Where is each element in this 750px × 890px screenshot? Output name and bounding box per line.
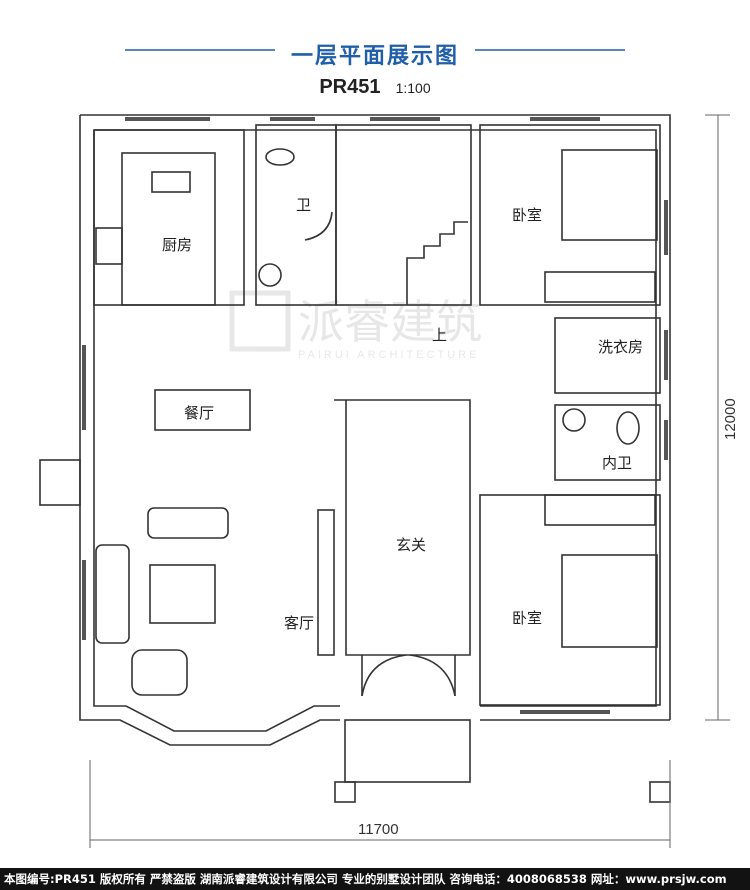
footer-bar: 本图编号:PR451 版权所有 严禁盗版 湖南派睿建筑设计有限公司 专业的别墅设… <box>0 868 750 890</box>
laundry-walls <box>554 317 661 394</box>
room-label-dining: 餐厅 <box>184 404 214 422</box>
dimension-width: 11700 <box>358 821 399 838</box>
wardrobe-top-icon <box>544 271 656 303</box>
page-title: 一层平面展示图 <box>290 44 459 69</box>
foyer-door-jambs <box>361 655 456 696</box>
room-label-laundry: 洗衣房 <box>598 338 643 356</box>
outer-wall-top-right <box>80 114 671 720</box>
room-label-inner-wc: 内卫 <box>602 454 632 472</box>
armchair <box>131 649 188 696</box>
room-label-bedroom-top: 卧室 <box>512 206 542 224</box>
toilet-icon <box>265 148 295 166</box>
dimension-height: 12000 <box>722 398 739 440</box>
stair-hall-walls <box>335 124 472 306</box>
bedroom-bottom-walls <box>479 494 661 706</box>
watermark-sub: PAIRUI ARCHITECTURE <box>298 349 479 361</box>
basin-icon <box>258 263 282 287</box>
wardrobe-bottom-icon <box>544 494 656 526</box>
stair-up-label: 上 <box>432 326 447 344</box>
porch <box>344 719 471 783</box>
inner-basin-icon <box>562 408 586 432</box>
plan-code: PR451 <box>319 76 381 98</box>
bedroom-top-walls <box>479 124 661 306</box>
room-label-kitchen: 厨房 <box>162 236 192 254</box>
room-label-living: 客厅 <box>284 614 314 632</box>
stair-icon <box>406 221 468 305</box>
watermark-brand: 派睿建筑 <box>298 295 482 349</box>
watermark: 派睿建筑 PAIRUI ARCHITECTURE <box>229 290 482 361</box>
outer-wall-left-bay <box>79 115 340 746</box>
inner-wall-right <box>94 129 657 707</box>
dining-table <box>154 389 251 431</box>
inner-wc-walls <box>554 404 661 481</box>
kitchen-walls <box>93 129 245 306</box>
kitchen-island <box>121 152 216 306</box>
sink-icon <box>95 227 123 265</box>
entry-door-swing <box>361 654 456 697</box>
plan-subtitle: PR451 1:100 <box>0 76 750 99</box>
room-label-foyer: 玄关 <box>396 536 426 554</box>
bed-top-icon <box>561 149 658 241</box>
stove-icon <box>151 171 191 193</box>
sofa-left <box>95 544 130 644</box>
porch-column-left <box>334 781 356 803</box>
foyer-walls <box>334 399 471 656</box>
wc-door-swing <box>304 211 333 241</box>
windows <box>82 117 668 714</box>
porch-column-right <box>649 781 671 803</box>
plan-scale: 1:100 <box>395 80 431 96</box>
tv-cabinet <box>317 509 335 656</box>
room-label-wc: 卫 <box>296 196 311 214</box>
inner-wall-left-bay <box>93 130 340 732</box>
inner-toilet-icon <box>616 411 640 445</box>
dimension-lines <box>89 114 730 848</box>
coffee-table <box>149 564 216 624</box>
room-label-bedroom-bottom: 卧室 <box>512 609 542 627</box>
bed-bottom-icon <box>561 554 658 648</box>
sofa-top <box>147 507 229 539</box>
bay-window-left <box>39 459 81 506</box>
